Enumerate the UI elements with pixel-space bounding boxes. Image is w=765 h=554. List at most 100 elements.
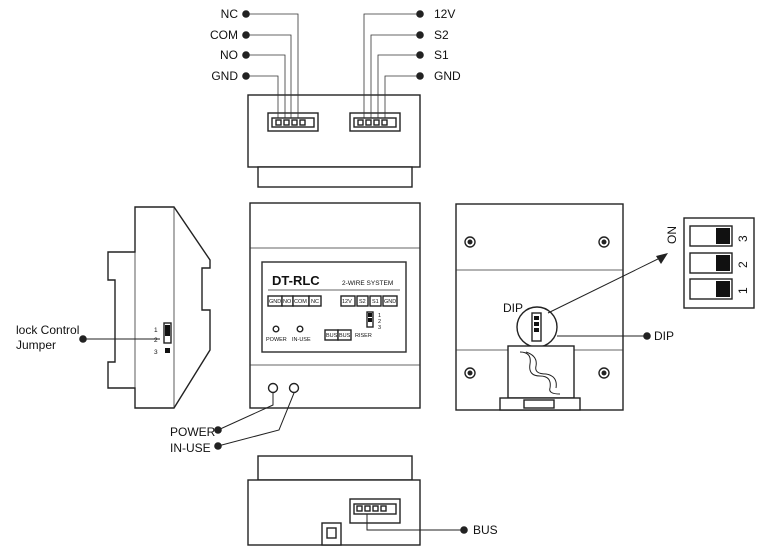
top-left-pin-4 [299, 119, 306, 126]
bottom-view-latch-inner [326, 527, 337, 539]
front-term-gnd2-box [382, 295, 398, 307]
bus-pin-2 [364, 505, 371, 512]
front-inuse-led [296, 325, 304, 333]
dip-zoom-num-2: 2 [736, 261, 750, 268]
front-bus2: BUS [339, 333, 351, 339]
label-s2: S2 [434, 28, 449, 42]
front-view: DT-RLC 2-WIRE SYSTEM GND NO COM NC 12V S… [249, 202, 421, 409]
back-screw-br-center [601, 370, 607, 376]
label-gnd-left: GND [211, 69, 238, 83]
bottom-view-base [257, 455, 413, 481]
back-screw-tr-center [601, 239, 607, 245]
power-dot [214, 426, 222, 434]
front-dip-1 [368, 313, 372, 317]
leader-no [246, 54, 286, 118]
inuse-callout-label: IN-USE [170, 441, 211, 455]
bottom-connector-view: BUS [247, 455, 498, 546]
power-callout-label: POWER [170, 425, 216, 439]
dip-zoom-on-label: ON [665, 226, 679, 244]
front-term-gnd2: GND [384, 299, 396, 305]
front-term-no: NO [283, 299, 292, 305]
side-view-body [107, 206, 211, 409]
jumper-pin-2-label: 2 [154, 337, 158, 344]
bus-leader [366, 514, 464, 531]
front-dip-2 [368, 318, 372, 322]
bus-pin-4 [380, 505, 387, 512]
back-clip-tab [523, 399, 555, 409]
dip-zoom-arrow [547, 255, 665, 314]
leader-s1 [377, 54, 420, 118]
back-view: DIP DIP [455, 203, 674, 411]
front-term-12v-box [340, 295, 356, 307]
front-term-s2-box [356, 295, 369, 307]
dip-zoom-num-3: 3 [736, 235, 750, 242]
power-leader [217, 393, 274, 431]
back-dip-1 [534, 316, 539, 320]
back-dip-2 [534, 322, 539, 326]
front-term-com: COM [294, 299, 307, 305]
front-term-s2: S2 [359, 299, 366, 305]
front-term-s1-box [369, 295, 382, 307]
dip-zoom-num-1: 1 [736, 287, 750, 294]
jumper-label-line2: Jumper [16, 338, 56, 352]
top-view-base [257, 166, 413, 188]
label-com: COM [210, 28, 238, 42]
front-term-nc: NC [311, 299, 319, 305]
led-callouts: POWER IN-USE [170, 392, 295, 455]
leader-nc [246, 13, 299, 118]
leader-12v [363, 13, 420, 118]
bus-dot [460, 526, 468, 534]
dip-zoom-knob-1 [716, 281, 730, 297]
top-left-pin-1 [275, 119, 282, 126]
bus-callout-label: BUS [473, 523, 498, 537]
front-bus2-box [337, 329, 352, 341]
front-dip-num-3: 3 [378, 325, 381, 331]
front-bus1: BUS [326, 333, 338, 339]
back-dip-dot [643, 332, 651, 340]
dip-switch-zoom: ON 3 2 1 [665, 217, 755, 309]
dip-zoom-arrowhead [656, 253, 668, 264]
dot-no [242, 51, 250, 59]
back-dip-label: DIP [503, 301, 523, 315]
top-left-pin-3 [291, 119, 298, 126]
front-lower-inuse-led [288, 382, 300, 394]
dot-com [242, 31, 250, 39]
front-term-nc-box [308, 295, 322, 307]
back-clip-housing [507, 345, 575, 399]
leader-gnd-left [246, 75, 279, 118]
back-dip-3 [534, 328, 539, 332]
dot-s1 [416, 51, 424, 59]
dip-zoom-knob-3 [716, 228, 730, 244]
front-lower-power-led [267, 382, 279, 394]
front-power-led [272, 325, 280, 333]
jumper-label-line1: lock Control [16, 323, 79, 337]
back-screw-tl-center [467, 239, 473, 245]
bus-pin-3 [372, 505, 379, 512]
front-model: DT-RLC [272, 273, 320, 288]
back-dip-switch [531, 312, 542, 342]
dot-gnd-left [242, 72, 250, 80]
front-term-s1: S1 [372, 299, 379, 305]
dot-gnd-right [416, 72, 424, 80]
jumper-pin-3 [165, 348, 170, 353]
top-right-pin-3 [373, 119, 380, 126]
front-term-12v: 12V [342, 299, 352, 305]
front-led-inuse-label: IN-USE [292, 337, 311, 343]
front-panel-face [261, 261, 407, 353]
jumper-pin-1-label: 1 [154, 327, 158, 334]
front-dip-num-1: 1 [378, 313, 381, 319]
label-nc: NC [221, 7, 239, 21]
inuse-dot [214, 442, 222, 450]
top-left-pin-2 [283, 119, 290, 126]
top-right-pin-1 [357, 119, 364, 126]
front-term-gnd: GND [269, 299, 281, 305]
dip-zoom-knob-2 [716, 255, 730, 271]
side-view: 1 2 3 lock Control Jumper [16, 206, 211, 409]
label-12v: 12V [434, 7, 455, 21]
front-led-power-label: POWER [266, 337, 287, 343]
back-screw-bl-center [467, 370, 473, 376]
dot-nc [242, 10, 250, 18]
back-dip-callout-label: DIP [654, 329, 674, 343]
top-right-pin-2 [365, 119, 372, 126]
